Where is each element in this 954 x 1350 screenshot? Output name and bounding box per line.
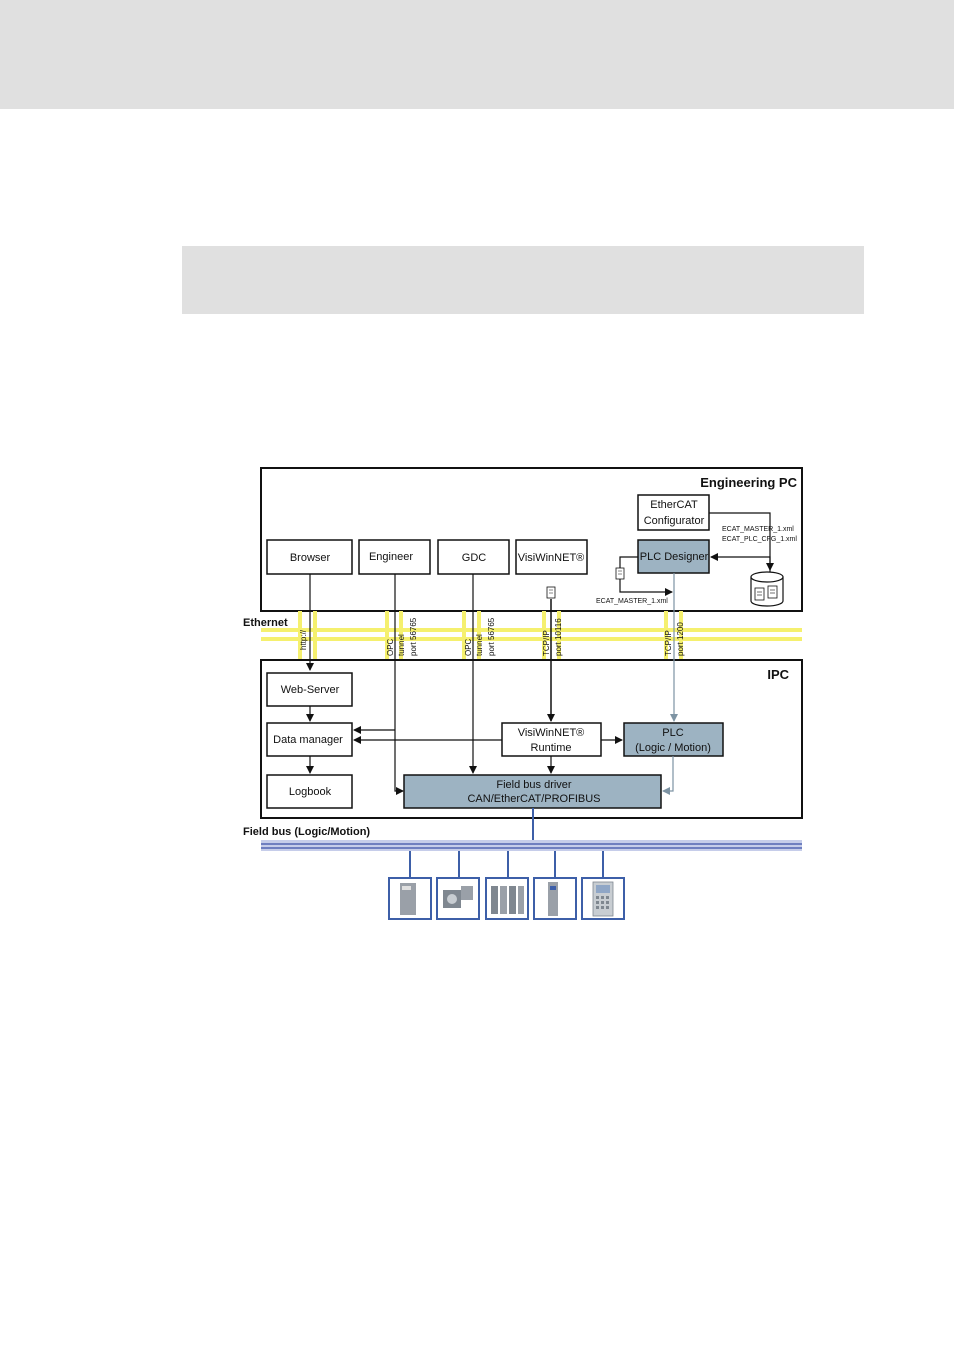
svg-text:Configurator: Configurator (644, 515, 705, 527)
svg-text:PLC Designer: PLC Designer (640, 551, 709, 563)
svg-text:Runtime: Runtime (531, 742, 572, 754)
svg-text:Web-Server: Web-Server (281, 684, 340, 696)
operator-panel-icon (581, 877, 625, 920)
opc1-label: OPC (386, 638, 395, 656)
svg-text:Logbook: Logbook (289, 786, 332, 798)
inverter-drive-icon (388, 877, 432, 920)
svg-text:(Logic / Motion): (Logic / Motion) (635, 742, 711, 754)
opc1-tunnel-label: tunnel (397, 634, 406, 656)
plc-designer-box[interactable]: PLC Designer (637, 539, 710, 574)
ethercat-configurator-box[interactable]: EtherCAT Configurator (637, 494, 710, 531)
svg-text:Data manager: Data manager (273, 734, 343, 746)
ethernet-label: Ethernet (243, 617, 288, 629)
field-bus-driver-box[interactable]: Field bus driver CAN/EtherCAT/PROFIBUS (403, 774, 662, 809)
opc2-label: OPC (464, 638, 473, 656)
http-label: http:// (299, 629, 308, 650)
info-band (182, 246, 864, 314)
tcp2-label: TCP/IP (664, 630, 673, 656)
database-icon (750, 571, 784, 607)
logbook-box[interactable]: Logbook (266, 774, 353, 809)
opc2-port-label: port 56765 (487, 617, 496, 656)
field-bus-label: Field bus (Logic/Motion) (243, 826, 370, 838)
document-icon (615, 567, 625, 580)
visiwinnet-box[interactable]: VisiWinNET® (515, 539, 588, 575)
svg-text:Field bus driver: Field bus driver (496, 779, 572, 791)
gdc-box[interactable]: GDC (437, 539, 510, 575)
io-system-icon (485, 877, 529, 920)
svg-text:GDC: GDC (462, 552, 487, 564)
file-ecat-plc-cfg: ECAT_PLC_CFG_1.xml (722, 536, 797, 543)
servo-motor-gearbox-icon (436, 877, 480, 920)
opc2-tunnel-label: tunnel (475, 634, 484, 656)
engineering-pc-title: Engineering PC (700, 475, 797, 490)
browser-box[interactable]: Browser (266, 539, 353, 575)
data-manager-box[interactable]: Data manager (266, 722, 353, 757)
tcp1-label: TCP/IP (542, 630, 551, 656)
file-ecat-master-right: ECAT_MASTER_1.xml (722, 526, 794, 533)
field-bus-line (261, 840, 802, 851)
tcp1-port-label: port 10116 (554, 618, 563, 656)
svg-text:CAN/EtherCAT/PROFIBUS: CAN/EtherCAT/PROFIBUS (467, 793, 600, 805)
ethernet-bus (261, 611, 802, 660)
visiwinnet-runtime-box[interactable]: VisiWinNET® Runtime (501, 722, 602, 757)
opc1-port-label: port 56765 (409, 617, 418, 656)
ipc-frame (260, 659, 803, 819)
ipc-title: IPC (767, 667, 789, 682)
svg-text:VisiWinNET®: VisiWinNET® (518, 727, 585, 739)
tcp2-port-label: port 1200 (676, 622, 685, 656)
document-icon (546, 586, 556, 599)
svg-text:PLC: PLC (662, 727, 683, 739)
page-header-band (0, 0, 954, 109)
engineer-box[interactable]: Engineer (358, 539, 431, 575)
file-ecat-master-left: ECAT_MASTER_1.xml (596, 598, 668, 605)
web-server-box[interactable]: Web-Server (266, 672, 353, 707)
svg-text:Browser: Browser (290, 552, 331, 564)
svg-text:EtherCAT: EtherCAT (650, 499, 698, 511)
servo-inverter-icon (533, 877, 577, 920)
plc-box[interactable]: PLC (Logic / Motion) (623, 722, 724, 757)
svg-text:Engineer: Engineer (369, 551, 413, 563)
svg-text:VisiWinNET®: VisiWinNET® (518, 552, 585, 564)
engineering-pc-frame (260, 467, 803, 612)
